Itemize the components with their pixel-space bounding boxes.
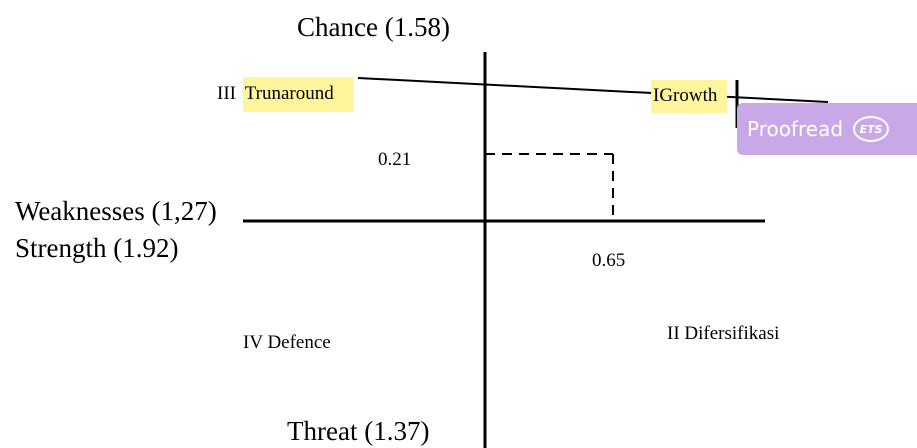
quadrant-2-label: II Difersifikasi (667, 323, 780, 344)
quadrant-1-name: Growth (659, 85, 718, 106)
quadrant-1-numeral: I (653, 85, 660, 106)
proofread-label: Proofread (747, 117, 844, 141)
x-value-label: 0.65 (592, 250, 626, 271)
axis-label-chance: Chance (1.58) (297, 12, 450, 42)
quadrant-1-label: IGrowth (651, 80, 728, 113)
quadrant-4-label: IV Defence (243, 332, 331, 353)
axis-label-threat: Threat (1.37) (287, 416, 430, 446)
proofread-button[interactable]: Proofread ETS (737, 103, 917, 155)
axis-label-strength: Strength (1.92) (15, 233, 179, 263)
ets-logo-icon: ETS (853, 116, 890, 142)
y-value-label: 0.21 (378, 149, 412, 170)
slanted-line (357, 77, 829, 103)
quadrant-3-label: III Trunaround (217, 77, 354, 112)
axis-label-weaknesses: Weaknesses (1,27) (15, 196, 217, 226)
quadrant-3-numeral: III (217, 83, 236, 104)
quadrant-3-highlight: Trunaround (242, 77, 354, 112)
